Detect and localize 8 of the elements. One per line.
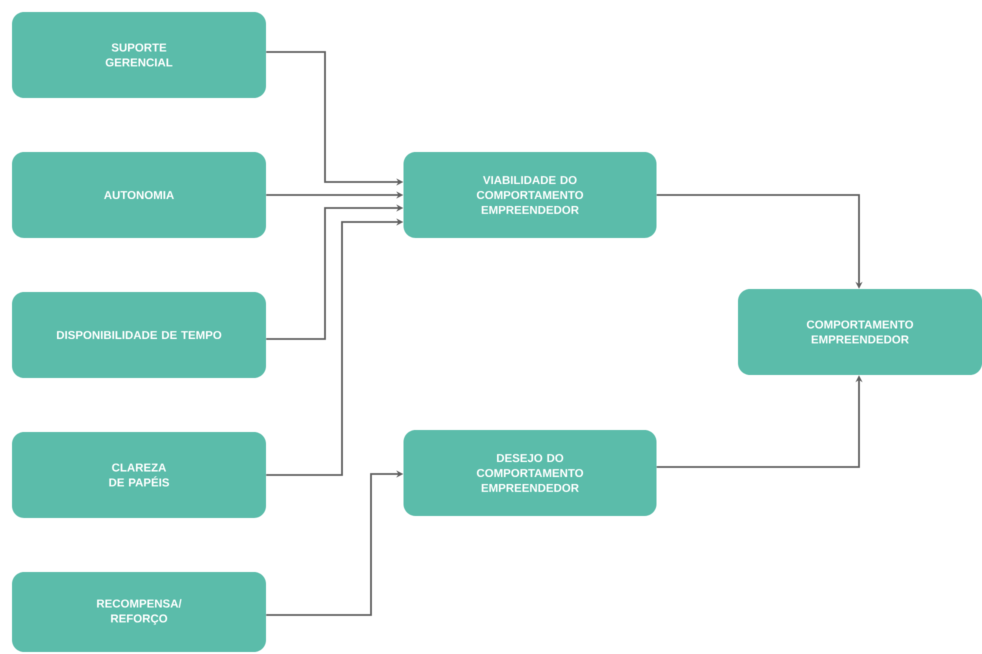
process-box: DESEJO DO COMPORTAMENTO EMPREENDEDOR — [404, 430, 656, 516]
process-box: SUPORTE GERENCIAL — [12, 12, 266, 98]
process-box: DISPONIBILIDADE DE TEMPO — [12, 292, 266, 378]
process-box: VIABILIDADE DO COMPORTAMENTO EMPREENDEDOR — [404, 152, 656, 238]
process-box: RECOMPENSA/ REFORÇO — [12, 572, 266, 652]
process-box: COMPORTAMENTO EMPREENDEDOR — [738, 289, 982, 375]
process-box: AUTONOMIA — [12, 152, 266, 238]
process-box: CLAREZA DE PAPÉIS — [12, 432, 266, 518]
